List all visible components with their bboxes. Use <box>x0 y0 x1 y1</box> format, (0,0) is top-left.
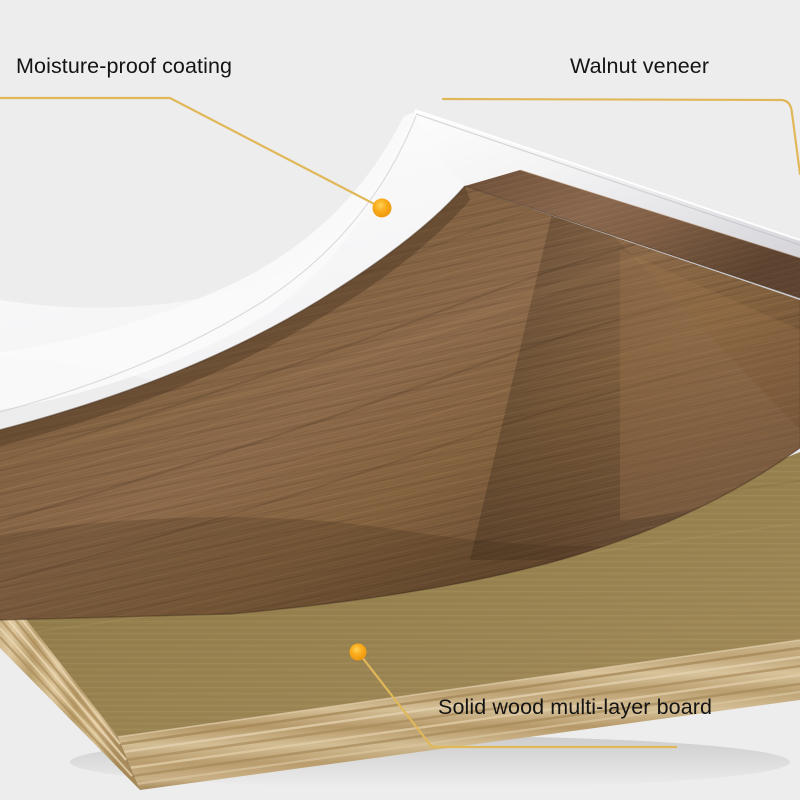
callout-label-moisture-proof-coating: Moisture-proof coating <box>16 54 233 78</box>
callout-label-walnut-veneer: Walnut veneer <box>570 54 710 78</box>
callout-markers <box>349 198 392 661</box>
marker-dot-moisture-proof-coating <box>372 198 392 218</box>
callout-leader-lines <box>0 96 800 749</box>
leader-line-moisture-proof-coating <box>0 96 384 210</box>
callout-label-solid-wood-multi-layer-board: Solid wood multi-layer board <box>438 695 713 719</box>
leader-line-walnut-veneer <box>441 97 800 176</box>
leader-line-solid-wood-multi-layer-board <box>356 650 678 749</box>
marker-dot-solid-wood-multi-layer-board <box>349 643 367 661</box>
